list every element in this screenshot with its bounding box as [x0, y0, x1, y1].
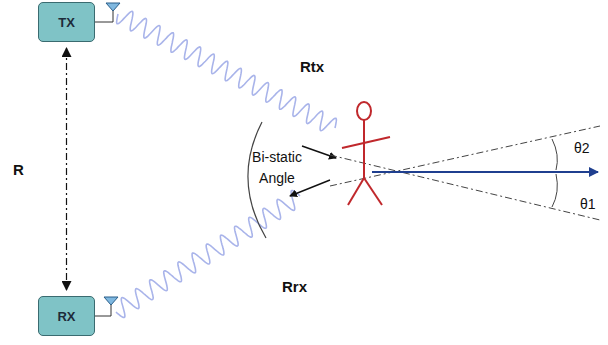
radio-box: RX: [38, 296, 95, 336]
box-label: RX: [57, 309, 75, 324]
velocity-arrow: [372, 171, 598, 173]
edge-label: R: [11, 161, 26, 178]
reference-line: [330, 126, 600, 186]
reference-line: [330, 155, 600, 220]
angle-arc: [552, 174, 557, 207]
wave-path: [116, 191, 300, 318]
range-label: Rtx: [300, 58, 324, 75]
box-label: TX: [58, 15, 75, 30]
angle-arc: [552, 139, 557, 170]
angle-symbol: θ1: [580, 196, 596, 212]
range-label: Rrx: [282, 278, 307, 295]
angle-symbol: θ2: [574, 140, 590, 156]
incident-arrow: [302, 146, 336, 158]
angle-label: Bi-static Angle: [246, 147, 308, 189]
rx-antenna: [95, 297, 118, 316]
radio-box: TX: [38, 2, 95, 42]
scatter-arrow: [290, 180, 330, 196]
wave-path: [117, 11, 337, 130]
radio-waves: [116, 11, 336, 317]
distance-line: [66, 48, 67, 290]
person-figure: [342, 102, 390, 205]
